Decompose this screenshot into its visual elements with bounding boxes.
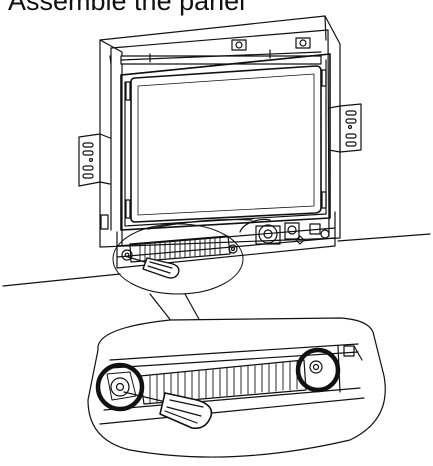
top-hardware xyxy=(120,37,322,65)
glass-panel xyxy=(137,73,315,216)
vent-grille xyxy=(121,235,238,263)
detail-screwdriver-icon xyxy=(123,391,213,430)
wall-outline xyxy=(2,233,431,287)
screw-icon xyxy=(95,362,145,412)
door-frame xyxy=(120,53,331,231)
caption-cropped: Assemble the panel xyxy=(0,0,433,16)
screwdriver-icon xyxy=(127,256,180,279)
right-bracket xyxy=(328,103,362,153)
screw-icon-right xyxy=(295,347,341,393)
control-valve xyxy=(255,222,330,245)
caption-text: Assemble the panel xyxy=(8,0,246,16)
back-casing xyxy=(99,15,341,248)
left-bracket xyxy=(78,133,111,230)
detail-callout xyxy=(87,317,386,458)
